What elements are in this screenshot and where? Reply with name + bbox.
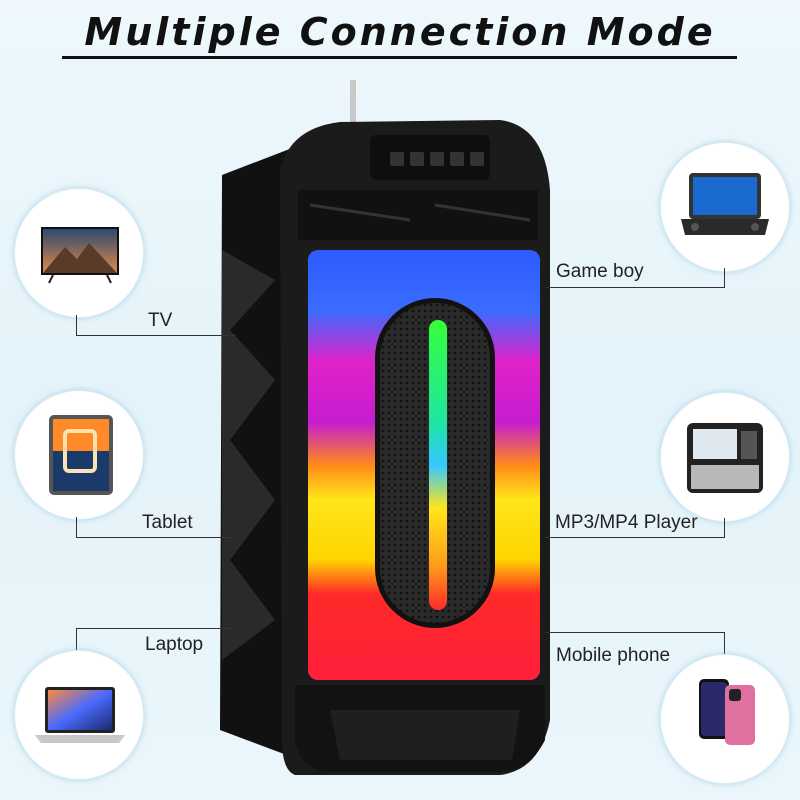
tablet-label: Tablet xyxy=(142,512,193,533)
tablet-circle xyxy=(14,390,144,520)
laptop-connector-h xyxy=(76,628,236,629)
smartphone-icon xyxy=(699,679,755,745)
laptop-icon xyxy=(35,687,125,743)
mp3-connector-h xyxy=(545,537,725,538)
phone-label: Mobile phone xyxy=(556,645,671,666)
tv-connector-h xyxy=(76,335,236,336)
page-title: Multiple Connection Mode xyxy=(84,10,716,54)
tablet-connector-h xyxy=(76,537,236,538)
laptop-circle xyxy=(14,650,144,780)
phone-connector xyxy=(724,632,725,654)
title-underline xyxy=(62,56,737,59)
phone-connector-h xyxy=(545,632,725,633)
tablet-icon xyxy=(49,415,113,495)
game-console-icon xyxy=(681,173,769,235)
gameboy-connector-h xyxy=(545,287,725,288)
mp3-player-icon xyxy=(687,423,763,493)
mp3-circle xyxy=(660,392,790,522)
gameboy-label: Game boy xyxy=(556,261,644,282)
phone-circle xyxy=(660,654,790,784)
mp3-label: MP3/MP4 Player xyxy=(555,512,698,533)
gameboy-connector xyxy=(724,268,725,288)
speaker-image xyxy=(220,80,550,775)
tv-icon xyxy=(41,227,119,284)
tv-circle xyxy=(14,188,144,318)
gameboy-circle xyxy=(660,142,790,272)
mp3-connector xyxy=(724,518,725,538)
laptop-label: Laptop xyxy=(145,634,204,655)
tv-connector xyxy=(76,315,77,335)
tv-label: TV xyxy=(148,310,173,331)
tablet-connector xyxy=(76,517,77,537)
laptop-connector xyxy=(76,628,77,650)
